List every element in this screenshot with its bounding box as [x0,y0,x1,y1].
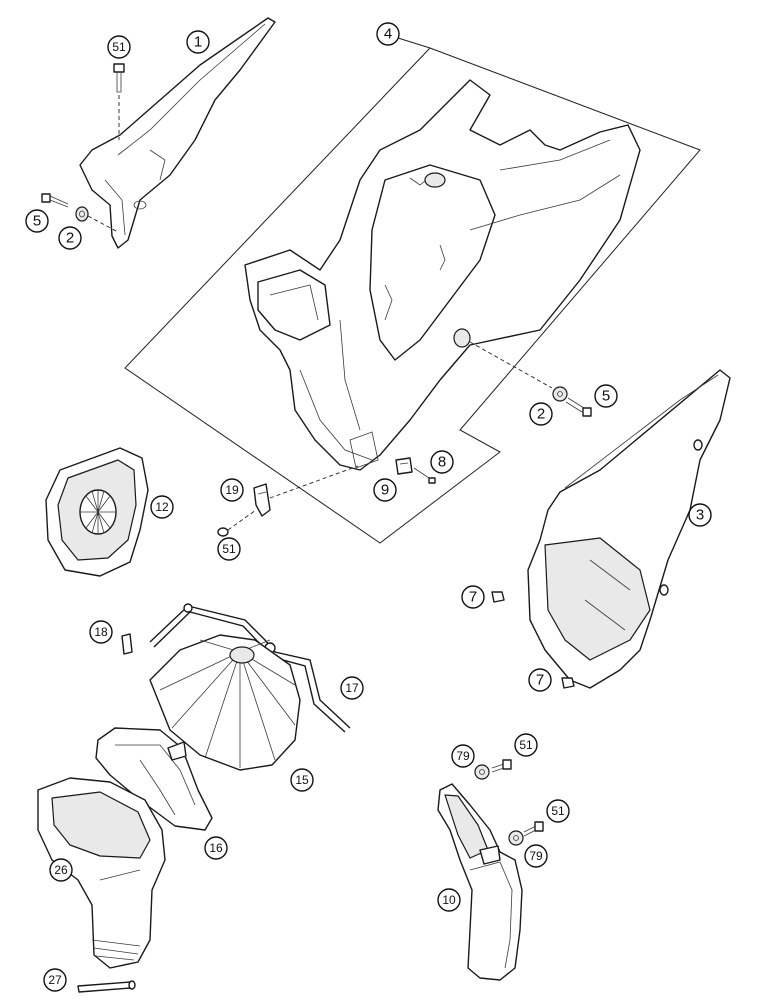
washer-2-right [552,386,568,402]
leader-5-2-left [87,215,119,233]
callout-51-lower-right-label: 51 [551,804,565,818]
callout-16-label: 16 [209,841,223,855]
washer-79-lower [508,830,524,846]
part-8-pin [413,467,436,484]
screw-5-left [41,193,69,208]
callout-9-label: 9 [381,482,389,499]
callout-5-left-label: 5 [33,213,41,230]
callout-17-label: 17 [345,681,359,695]
callout-17: 17 [340,676,364,700]
part-27-clamp [77,980,136,993]
callout-79-upper: 79 [451,744,475,768]
callout-3-label: 3 [696,507,704,524]
callout-7-lower: 7 [528,668,552,692]
callout-9: 9 [373,478,397,502]
callout-79-upper-label: 79 [456,749,470,763]
callout-19-label: 19 [225,483,239,497]
callout-26-label: 26 [54,863,68,877]
callout-8-label: 8 [438,454,446,471]
callout-3: 3 [688,503,712,527]
bolt-51-top [113,63,125,93]
leader-5-2-right [469,341,553,389]
leader-19 [269,465,359,499]
part-16-filter-holder [95,727,213,831]
leader-4 [397,37,431,49]
callout-2-right-label: 2 [537,406,545,423]
callout-18: 18 [89,620,113,644]
leader-51-mid [227,509,257,531]
callout-79-lower: 79 [524,844,548,868]
callout-1-label: 1 [194,34,202,51]
callout-10-label: 10 [442,893,456,907]
callout-10: 10 [437,888,461,912]
part-10-intake-duct [437,783,523,981]
callout-2-left-label: 2 [66,230,74,247]
callout-18-label: 18 [94,625,108,639]
bolt-51-lower-right [523,821,544,837]
callout-15: 15 [290,768,314,792]
callout-7-upper: 7 [461,585,485,609]
washer-79-upper [474,764,490,780]
assembly-frame-4 [124,47,701,544]
callout-2-right: 2 [529,402,553,426]
part-9-clip [395,457,413,475]
part-18-pin [121,633,133,655]
callout-79-lower-label: 79 [529,849,543,863]
callout-5-left: 5 [25,209,49,233]
callout-2-left: 2 [58,226,82,250]
callout-5-right: 5 [594,384,618,408]
callout-12-label: 12 [155,500,169,514]
callout-51-lower-right: 51 [546,799,570,823]
screw-7-upper [491,591,505,603]
callout-8: 8 [430,450,454,474]
callout-12: 12 [150,495,174,519]
callout-1: 1 [186,30,210,54]
callout-51-top: 51 [107,35,131,59]
part-15-air-filter [149,634,301,771]
callout-51-mid: 51 [217,537,241,561]
part-1-side-cover [79,17,276,249]
part-4-airbox [244,79,641,471]
callout-4-label: 4 [384,26,392,43]
screw-5-right [565,397,592,417]
part-3-side-panel [527,369,731,689]
callout-19: 19 [220,478,244,502]
washer-2-left [75,206,89,222]
callout-51-mid-label: 51 [222,542,236,556]
callout-27-label: 27 [48,973,62,987]
callout-16: 16 [204,836,228,860]
callout-15-label: 15 [295,773,309,787]
callout-7-lower-label: 7 [536,672,544,689]
callout-51-upper-right-label: 51 [519,738,533,752]
bolt-51-mid [217,527,229,537]
callout-4: 4 [376,22,400,46]
callout-51-top-label: 51 [112,40,126,54]
part-19-bracket [253,483,271,517]
part-12-filter-cage [45,447,149,577]
screw-7-lower [561,677,575,689]
bolt-51-upper-right [491,759,512,773]
callout-7-upper-label: 7 [469,589,477,606]
callout-51-upper-right: 51 [514,733,538,757]
callout-27: 27 [43,968,67,992]
part-26-intake-boot [37,777,166,969]
callout-5-right-label: 5 [602,388,610,405]
callout-26: 26 [49,858,73,882]
